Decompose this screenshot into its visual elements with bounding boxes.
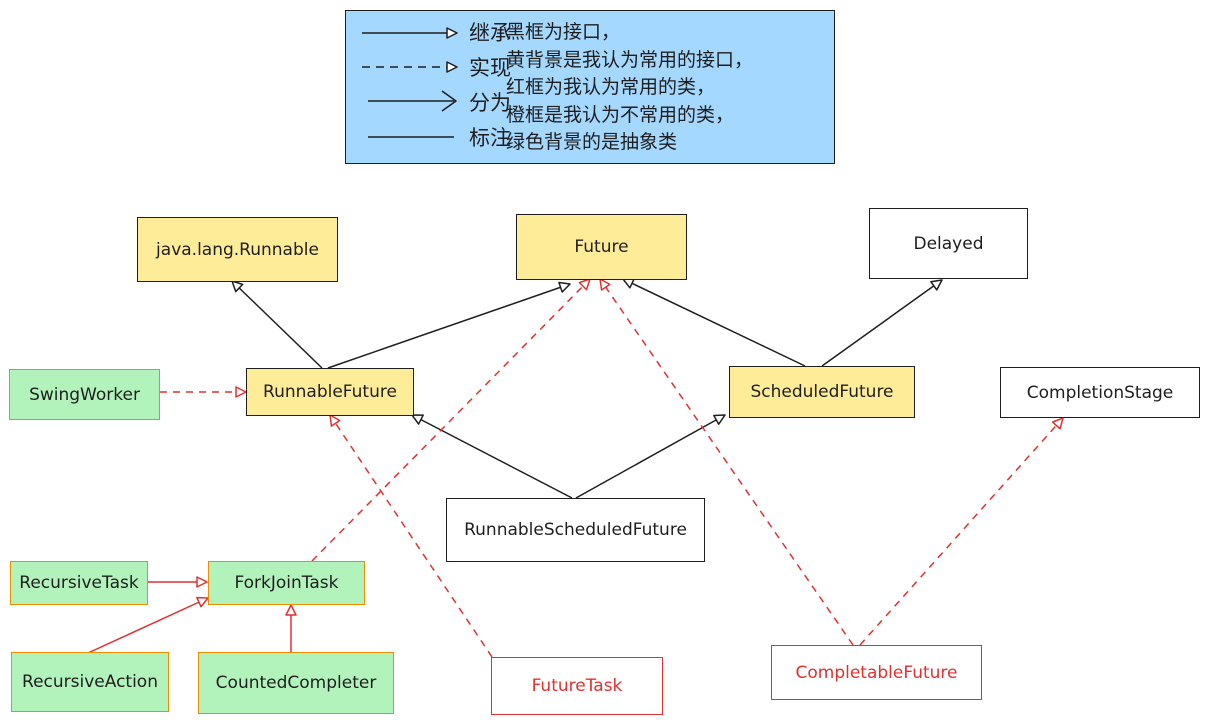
legend-notes: 黑框为接口， 黄背景是我认为常用的接口， 红框为我认为常用的类， 橙框是我认为不… (506, 19, 753, 157)
node-java-lang-runnable[interactable]: java.lang.Runnable (137, 217, 338, 282)
node-recursiveaction[interactable]: RecursiveAction (11, 652, 169, 712)
node-countedcompleter[interactable]: CountedCompleter (198, 652, 394, 714)
legend-label-divide: 分为 (469, 91, 511, 115)
node-swingworker[interactable]: SwingWorker (9, 369, 160, 420)
legend-lines (362, 27, 458, 138)
edge-forkjointask-future (311, 278, 591, 562)
edge-scheduledfuture-delayed (821, 279, 943, 367)
legend-note: 黄背景是我认为常用的接口， (506, 48, 754, 71)
edge-scheduledfuture-future (622, 278, 806, 367)
node-delayed[interactable]: Delayed (869, 208, 1028, 279)
edge-completablefuture-completionstage (859, 417, 1064, 646)
legend-note: 黑框为接口， (506, 21, 621, 43)
edge-runnablefuture-runnable (231, 280, 323, 369)
node-forkjointask[interactable]: ForkJoinTask (208, 561, 365, 605)
edge-completablefuture-future (599, 278, 854, 646)
node-completionstage[interactable]: CompletionStage (1000, 367, 1200, 418)
legend-note: 红框为我认为常用的类， (506, 76, 716, 98)
legend-note: 橙框是我认为不常用的类， (506, 103, 735, 126)
edge-rsf-runnablefuture (411, 414, 573, 499)
node-recursivetask[interactable]: RecursiveTask (10, 561, 148, 605)
node-runnablescheduledfuture[interactable]: RunnableScheduledFuture (446, 498, 705, 562)
node-completablefuture[interactable]: CompletableFuture (771, 645, 982, 700)
legend-note: 绿色背景的是抽象类 (506, 131, 678, 153)
edge-recursiveaction-forkjointask (87, 596, 209, 654)
legend-divide-line (368, 90, 457, 112)
legend-box: 继承 实现 分为 标注 黑框为接口， 黄背景是我认为常用的接口， 红框为我认为常… (345, 10, 835, 164)
legend-label-annotate: 标注 (469, 126, 511, 150)
edge-runnablefuture-future (327, 281, 571, 369)
node-future[interactable]: Future (516, 214, 687, 280)
node-futuretask[interactable]: FutureTask (491, 657, 663, 715)
node-scheduledfuture[interactable]: ScheduledFuture (729, 366, 915, 418)
edge-rsf-scheduledfuture (575, 414, 726, 499)
legend-label-implement: 实现 (469, 56, 511, 80)
node-runnablefuture[interactable]: RunnableFuture (246, 368, 414, 416)
edge-futuretask-runnablefuture (329, 414, 493, 658)
legend-label-inherit: 继承 (469, 21, 511, 45)
